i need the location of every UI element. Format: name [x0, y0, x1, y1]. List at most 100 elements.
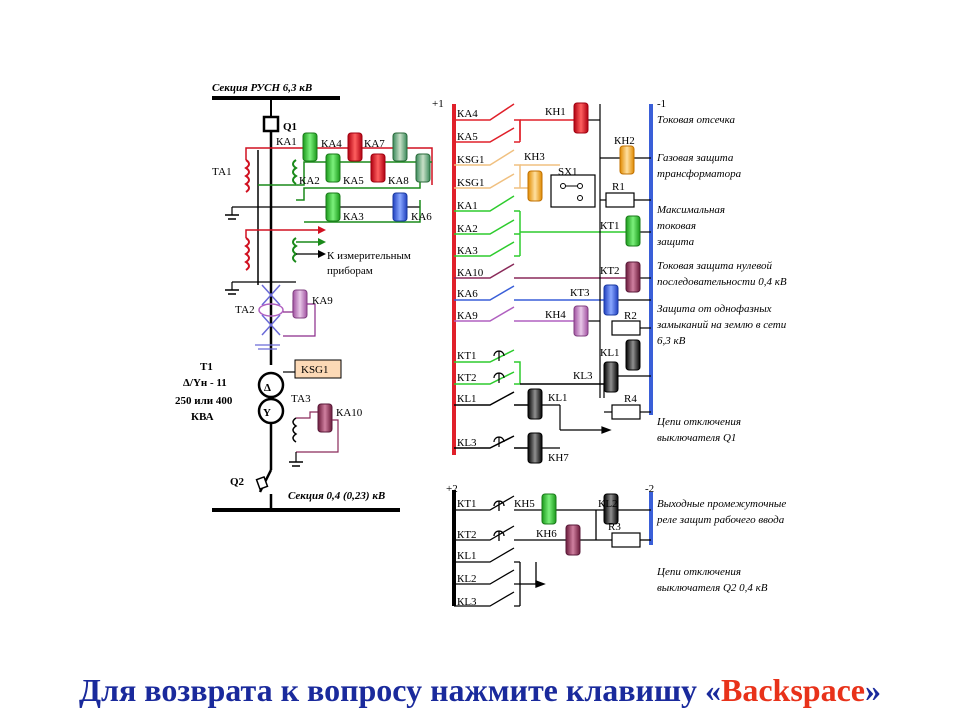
- desc-gas-1: Газовая защита: [656, 152, 734, 164]
- kl1-label: КL1: [600, 347, 620, 359]
- indicator-kh4-icon: [573, 305, 589, 337]
- breaker-q1-icon: [262, 115, 280, 133]
- gas-relay-ksg1-box: [294, 359, 342, 379]
- ka1-label-left: КА1: [276, 136, 297, 148]
- resistor-r1-icon: [605, 192, 635, 208]
- kh2-label: КН2: [614, 135, 635, 147]
- ka2-label-left: КА2: [299, 175, 320, 187]
- plus1-label: +1: [432, 98, 444, 110]
- desc-current-cutoff: Токовая отсечка: [657, 114, 736, 126]
- instruction-suffix: »: [865, 672, 881, 708]
- ka10-label-left: КА10: [336, 407, 363, 419]
- meters-label-1: К измерительным: [327, 250, 411, 262]
- ta1-label: ТА1: [212, 166, 232, 178]
- svg-text:Y: Y: [263, 407, 271, 419]
- kl3-label: КL3: [573, 370, 593, 382]
- relay-kl2-coil-icon: [603, 493, 619, 525]
- contact-ka9: КА9: [457, 310, 478, 322]
- desc-overcurrent-1: Максимальная: [656, 204, 725, 216]
- desc-overcurrent-2: токовая: [657, 220, 696, 232]
- relay-ka6-icon: [392, 192, 408, 222]
- contact-ka6: КА6: [457, 288, 478, 300]
- ta3-label: ТА3: [291, 393, 311, 405]
- ka7-label-left: КА7: [364, 138, 385, 150]
- relay-kl1-coil-icon: [625, 339, 641, 371]
- desc-output-relays-1: Выходные промежуточные: [657, 498, 786, 510]
- t1-label-2: Δ/Yн - 11: [183, 377, 227, 389]
- t1-label-3: 250 или 400: [175, 395, 233, 407]
- busbar-top-label: Секция РУСН 6,3 кВ: [212, 82, 312, 94]
- kh7-label: КН7: [548, 452, 569, 464]
- sx1-label: SX1: [558, 166, 578, 178]
- resistor-r2-icon: [611, 320, 641, 336]
- contact-ksg1-a: KSG1: [457, 154, 485, 166]
- q2-label: Q2: [230, 476, 245, 488]
- primary-circuit: Секция РУСН 6,3 кВ Q1 ТА1 КА1 КА4 КА7: [175, 82, 433, 512]
- kh6-label: КН6: [536, 528, 557, 540]
- t1-label-1: Т1: [200, 361, 213, 373]
- kt1-label: КТ1: [600, 220, 620, 232]
- indicator-kh2-icon: [619, 145, 635, 175]
- kh5-label: КН5: [514, 498, 535, 510]
- instruction-prefix: Для возврата к вопросу нажмите клавишу «: [79, 672, 721, 708]
- kh1-label: КН1: [545, 106, 566, 118]
- desc-trip-q2-1: Цепи отключения: [656, 566, 741, 578]
- backspace-key-label: Backspace: [721, 672, 865, 708]
- indicator-kh1-icon: [573, 102, 589, 134]
- ta2-label: ТА2: [235, 304, 255, 316]
- r2-label: R2: [624, 310, 637, 322]
- plus2-label: +2: [446, 483, 458, 495]
- ka4-label-left: КА4: [321, 138, 342, 150]
- contact-kt2: КТ2: [457, 372, 477, 384]
- contact2-kt2: КТ2: [457, 529, 477, 541]
- relay-ka1-icon: [302, 132, 318, 162]
- relay-ka5-icon: [370, 153, 386, 183]
- meters-label-2: приборам: [327, 265, 373, 277]
- desc-zero-seq-2: последовательности 0,4 кВ: [657, 276, 787, 288]
- desc-trip-q2-2: выключателя Q2 0,4 кВ: [657, 582, 768, 594]
- contact2-kl3: КL3: [457, 596, 477, 608]
- relay-ka8-icon: [415, 153, 431, 183]
- kt2-label: КТ2: [600, 265, 620, 277]
- control-circuit-2: +2 -2 КТ1 КТ2 КL1 КL2 КL3 КН5: [446, 483, 654, 608]
- contact-ka3: КА3: [457, 245, 478, 257]
- contact-ksg1-b: KSG1: [457, 177, 485, 189]
- control-circuit-1: +1 -1 КА4 КА5 KSG1 KSG1 КА1 КА2 КА3 КА10…: [432, 98, 666, 464]
- ka9-label-left: КА9: [312, 295, 333, 307]
- kt3-label: КТ3: [570, 287, 590, 299]
- ta2-core-icon: [258, 303, 284, 317]
- desc-overcurrent-3: защита: [656, 236, 695, 248]
- q1-label: Q1: [283, 121, 297, 133]
- kh4-label: КН4: [545, 309, 566, 321]
- r1-label: R1: [612, 181, 625, 193]
- minus1-label: -1: [657, 98, 666, 110]
- desc-zero-seq-1: Токовая защита нулевой: [657, 260, 773, 272]
- desc-trip-q1-1: Цепи отключения: [656, 416, 741, 428]
- relay-kl1-contact-icon: [527, 388, 543, 420]
- kh3-label: КН3: [524, 151, 545, 163]
- kl2-label: КL2: [598, 498, 618, 510]
- descriptions: Токовая отсечка Газовая защита трансформ…: [656, 114, 787, 594]
- resistor-r4-icon: [611, 404, 641, 420]
- contact-ka10: КА10: [457, 267, 484, 279]
- desc-output-relays-2: реле защит рабочего ввода: [656, 514, 785, 526]
- relay-ka7-icon: [392, 132, 408, 162]
- indicator-kh5-icon: [541, 493, 557, 525]
- ka3-label-left: КА3: [343, 211, 364, 223]
- ksg1-label-left: KSG1: [301, 364, 329, 376]
- indicator-kh3-icon: [527, 170, 543, 202]
- t1-label-4: КВА: [191, 411, 214, 423]
- contact2-kl1: КL1: [457, 550, 477, 562]
- contact-kl1: КL1: [457, 393, 477, 405]
- contact2-kt1: КТ1: [457, 498, 477, 510]
- contact-kt1: КТ1: [457, 350, 477, 362]
- time-relay-kt1-icon: [625, 215, 641, 247]
- minus2-label: -2: [645, 483, 654, 495]
- time-relay-kt3-icon: [603, 284, 619, 316]
- desc-gas-2: трансформатора: [657, 168, 742, 180]
- desc-earth-fault-2: замыканий на землю в сети: [656, 319, 787, 331]
- relay-ka4-icon: [347, 132, 363, 162]
- time-relay-kt2-icon: [625, 261, 641, 293]
- relay-ka2-icon: [325, 153, 341, 183]
